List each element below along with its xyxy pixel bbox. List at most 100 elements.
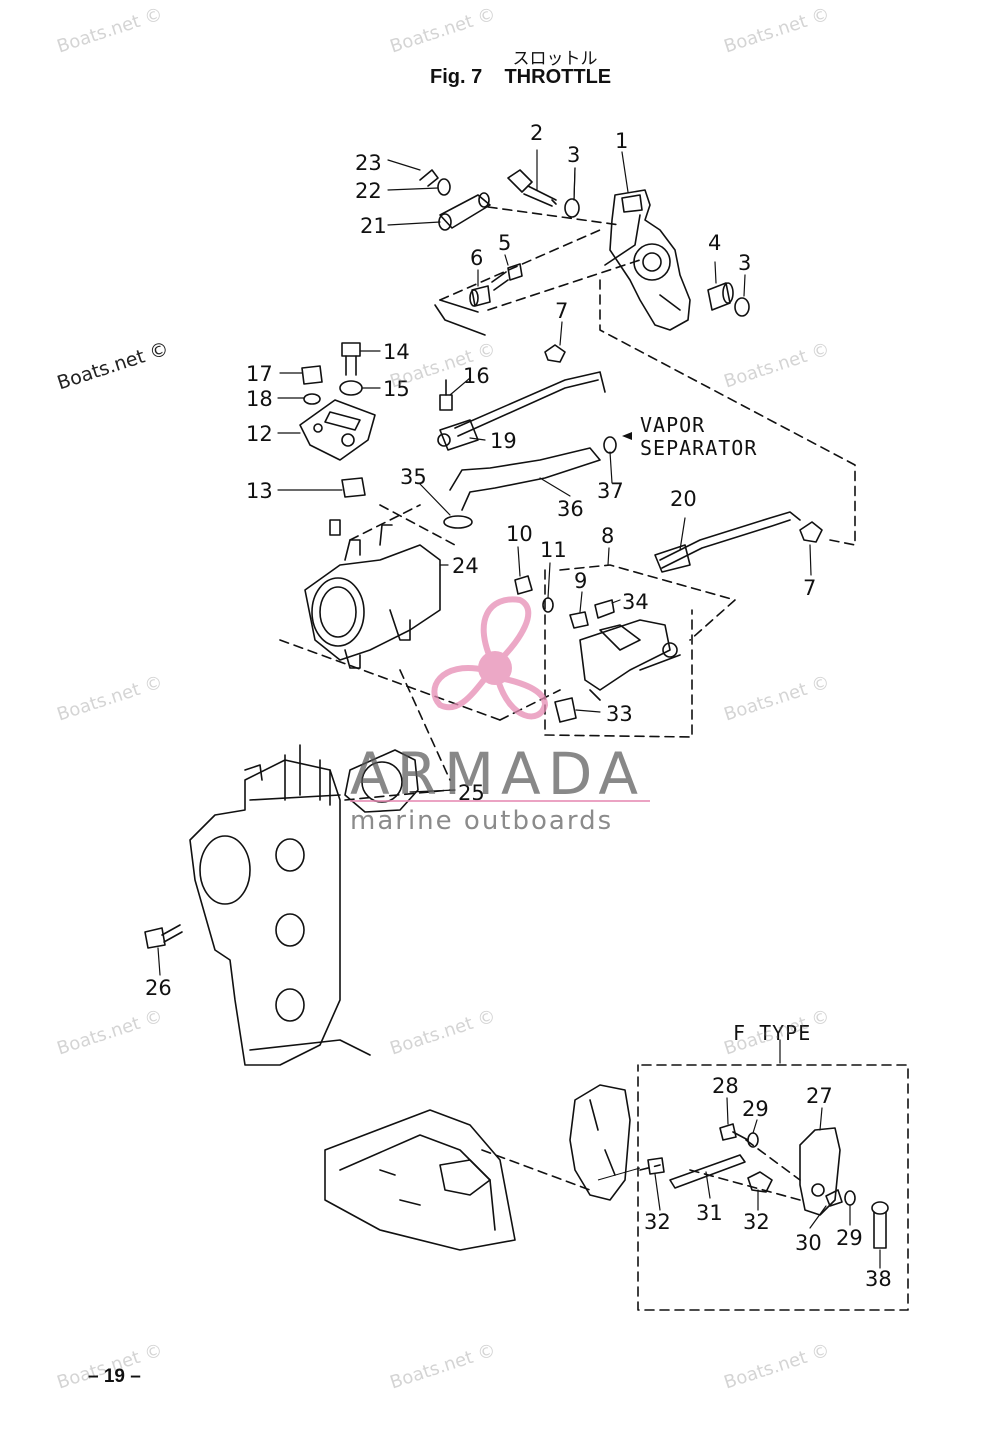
japanese-title: スロットル: [512, 49, 598, 69]
label-part-14: 14: [383, 340, 410, 364]
part-32-clip-b: [747, 1171, 773, 1193]
label-part-3: 3: [567, 143, 580, 167]
part-20-link-rod: [654, 511, 801, 573]
label-part-4: 4: [708, 231, 721, 255]
part-10-bolt: [514, 575, 533, 595]
armada-logo-line: [350, 800, 650, 802]
separator-label: SEPARATOR: [640, 436, 757, 460]
label-part-7: 7: [555, 299, 568, 323]
label-part-38: 38: [865, 1267, 892, 1291]
label-part-9: 9: [574, 569, 587, 593]
label-part-17: 17: [246, 362, 273, 386]
f-type-throttle-arm: [569, 1084, 631, 1201]
f-type-label: F TYPE: [733, 1021, 811, 1045]
part-23-clip: [419, 169, 439, 187]
label-part-13: 13: [246, 479, 273, 503]
label-leader-lines: [157, 149, 881, 1269]
part-13-grommet: [341, 477, 366, 498]
label-part-11: 11: [540, 538, 567, 562]
label-part-5: 5: [498, 231, 511, 255]
armada-logo-text: ARMADA: [350, 740, 646, 808]
part-21-rod-end: [438, 192, 491, 231]
label-part-6: 6: [470, 246, 483, 270]
part-35-clip: [443, 515, 473, 529]
label-part-18: 18: [246, 387, 273, 411]
part-12-plate: [299, 399, 376, 461]
throttle-link-arm: [434, 299, 486, 336]
label-part-23: 23: [355, 151, 382, 175]
label-part-29b: 29: [836, 1226, 863, 1250]
engine-block-lower: [324, 1109, 516, 1251]
part-19-link-rod: [437, 371, 606, 451]
label-part-16: 16: [463, 364, 490, 388]
part-30-collar: [825, 1189, 843, 1207]
part-26-bolt: [144, 924, 183, 949]
vapor-arrow-icon: [622, 432, 632, 440]
label-part-15: 15: [383, 377, 410, 401]
figure-name: THROTTLE: [504, 66, 612, 88]
part-28-bolt: [719, 1123, 749, 1141]
part-32-clip: [647, 1157, 665, 1175]
label-part-21: 21: [360, 214, 387, 238]
part-27-lever: [799, 1127, 841, 1216]
part-9-screw: [569, 611, 589, 629]
label-part-32b: 32: [743, 1210, 770, 1234]
part-33-coupler: [554, 697, 577, 723]
part-1-throttle-lever: [604, 189, 691, 331]
part-6-bushing: [469, 285, 491, 307]
part-29-washer-b: [844, 1190, 856, 1206]
label-part-32: 32: [644, 1210, 671, 1234]
vapor-label: VAPOR: [640, 413, 705, 437]
part-14-bolt: [341, 342, 361, 376]
part-7-clamp: [544, 344, 566, 363]
label-part-37: 37: [597, 479, 624, 503]
part-3-washer: [564, 198, 580, 218]
label-part-7b: 7: [803, 576, 816, 600]
label-part-8: 8: [601, 524, 614, 548]
armada-propeller-logo: [431, 596, 549, 720]
label-part-19: 19: [490, 429, 517, 453]
page-number: – 19 –: [88, 1366, 141, 1387]
label-part-2: 2: [530, 121, 543, 145]
part-31-rod: [669, 1154, 746, 1189]
label-part-24: 24: [452, 554, 479, 578]
part-17-nut: [301, 365, 323, 385]
label-part-12: 12: [246, 422, 273, 446]
label-part-30: 30: [795, 1231, 822, 1255]
intake-manifold: [189, 744, 371, 1066]
part-18-washer: [303, 393, 321, 405]
label-part-10: 10: [506, 522, 533, 546]
label-part-20: 20: [670, 487, 697, 511]
part-22-washer: [437, 178, 451, 196]
label-part-1: 1: [615, 129, 628, 153]
label-part-26: 26: [145, 976, 172, 1000]
part-number-labels: 1 2 3 3 4 5 6 7 7 8 9 10 11 12 13 14 15 …: [145, 121, 892, 1291]
label-part-36: 36: [557, 497, 584, 521]
part-37-clip: [603, 436, 617, 454]
label-part-28: 28: [712, 1074, 739, 1098]
label-part-29: 29: [742, 1097, 769, 1121]
part-34-seal: [594, 599, 615, 619]
label-part-22: 22: [355, 179, 382, 203]
part-38-pin: [871, 1201, 889, 1249]
part-16-ball-joint: [439, 379, 453, 411]
label-part-3b: 3: [738, 251, 751, 275]
label-part-34: 34: [622, 590, 649, 614]
part-5-bolt: [491, 263, 523, 291]
armada-logo-subtitle: marine outboards: [350, 806, 614, 836]
part-7-clamp-b: [799, 521, 823, 543]
label-part-31: 31: [696, 1201, 723, 1225]
part-15-washer: [339, 380, 363, 396]
part-2-bolt: [507, 169, 557, 207]
label-part-35: 35: [400, 465, 427, 489]
figure-number: Fig. 7: [430, 66, 483, 88]
part-24-throttle-body: [304, 519, 441, 669]
assembly-dashed-lines: [279, 206, 909, 1311]
label-part-33: 33: [606, 702, 633, 726]
part-36-hose: [449, 447, 601, 511]
part-4-collar: [707, 282, 734, 311]
part-3-washer-b: [734, 297, 750, 317]
figure-title: Fig. 7 THROTTLE: [430, 66, 611, 89]
part-8-throttle-sensor-assembly: [569, 599, 681, 701]
